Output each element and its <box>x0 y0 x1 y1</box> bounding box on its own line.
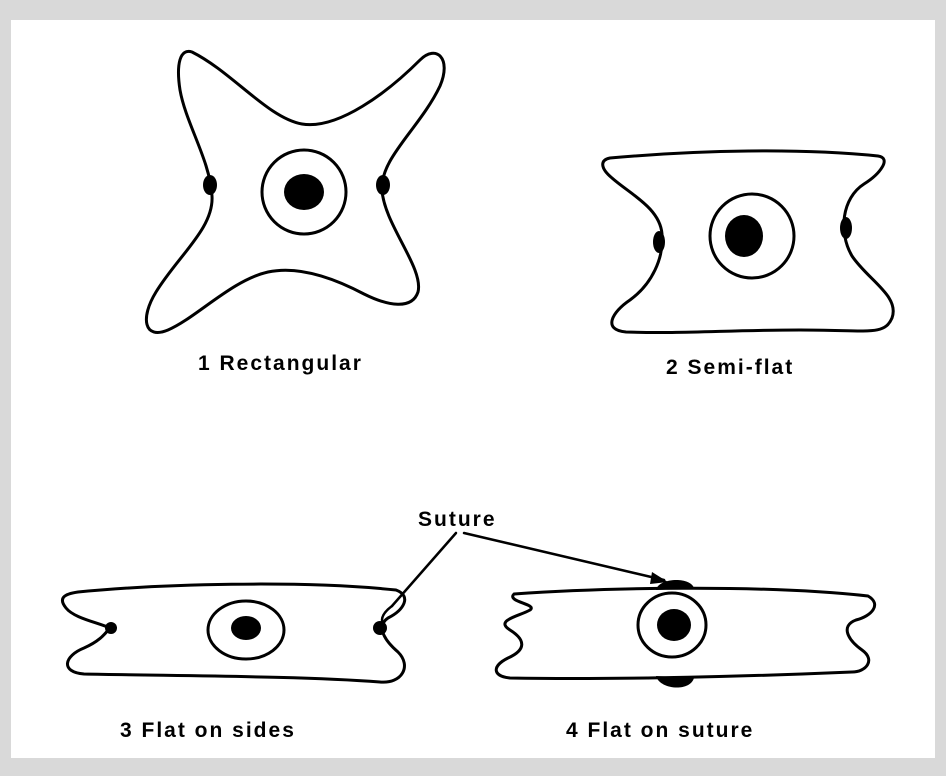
flat-on-sides-nucleus <box>231 616 261 640</box>
label-suture: Suture <box>418 508 497 532</box>
rectangular-nucleus <box>284 174 324 210</box>
label-flat-on-suture: 4 Flat on suture <box>566 719 754 743</box>
suture-pointers <box>382 533 668 624</box>
semi-flat-suture-right <box>840 217 852 239</box>
label-rectangular: 1 Rectangular <box>198 352 363 376</box>
shape-flat-on-suture <box>496 580 874 688</box>
semi-flat-nucleus <box>725 215 763 257</box>
flat-on-suture-suture-bottom <box>656 676 694 688</box>
rectangular-suture-left <box>203 175 217 195</box>
flat-on-suture-nucleus <box>657 609 691 641</box>
flat-on-sides-suture-right <box>373 621 387 635</box>
suture-pointer-left <box>392 533 456 606</box>
label-flat-on-sides: 3 Flat on sides <box>120 719 296 743</box>
rectangular-suture-right <box>376 175 390 195</box>
suture-pointer-right <box>464 533 664 580</box>
semi-flat-suture-left <box>653 231 665 253</box>
label-semi-flat: 2 Semi-flat <box>666 356 794 380</box>
shape-flat-on-sides <box>62 584 404 682</box>
shape-rectangular <box>146 51 444 332</box>
shape-semi-flat <box>603 151 894 333</box>
suture-pointer-right-arrowhead <box>650 572 668 584</box>
flat-on-sides-suture-left <box>105 622 117 634</box>
